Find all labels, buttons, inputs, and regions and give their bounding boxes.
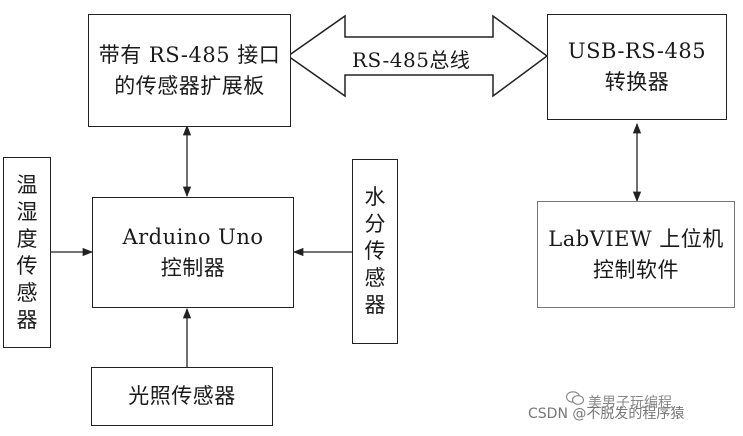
node-light-sensor-label: 光照传感器 — [128, 384, 236, 408]
node-ext-board: 带有 RS-485 接口 的传感器扩展板 — [88, 14, 291, 127]
node-temp-humidity: 温 湿 度 传 感 器 — [3, 157, 51, 348]
node-arduino: Arduino Uno 控制器 — [92, 197, 294, 308]
node-arduino-label: Arduino Uno 控制器 — [122, 224, 264, 280]
node-usb-converter-label: USB-RS-485 转换器 — [567, 39, 707, 94]
node-moisture: 水 分 传 感 器 — [352, 159, 398, 344]
node-ext-board-label: 带有 RS-485 接口 的传感器扩展板 — [98, 42, 281, 98]
node-usb-converter: USB-RS-485 转换器 — [547, 14, 727, 120]
watermark-channel: 美男子玩编程 — [588, 395, 672, 411]
wechat-icon — [566, 391, 584, 405]
node-moisture-label: 水 分 传 感 器 — [364, 185, 386, 317]
bus-label: RS-485总线 — [352, 48, 471, 72]
node-temp-humidity-label: 温 湿 度 传 感 器 — [16, 172, 38, 332]
node-labview-label: LabVIEW 上位机 控制软件 — [548, 226, 724, 282]
watermark-site: CSDN @不脱发的程序猿 — [528, 406, 685, 422]
node-labview: LabVIEW 上位机 控制软件 — [537, 201, 735, 308]
node-light-sensor: 光照传感器 — [91, 367, 273, 426]
